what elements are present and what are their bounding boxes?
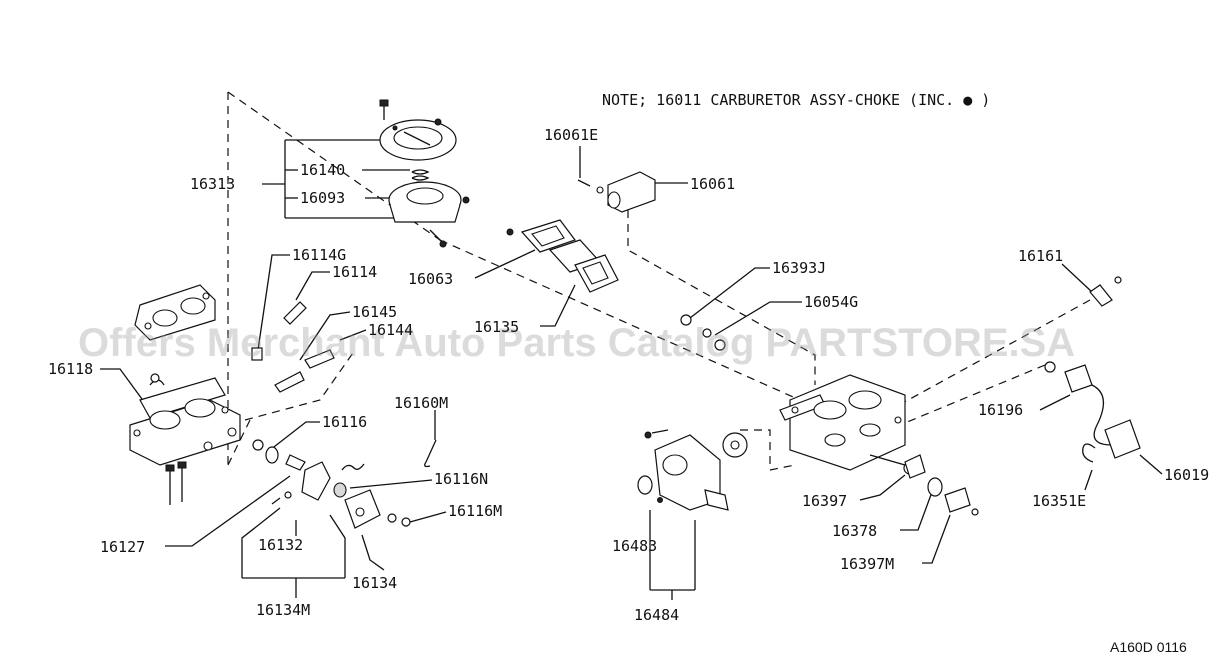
part-label-16397M[interactable]: 16397M [840, 555, 894, 573]
watermark-text: Offers Merchant Auto Parts Catalog PARTS… [78, 321, 1075, 365]
throttle-lever-part [904, 454, 979, 516]
jets-part [680, 314, 726, 351]
part-label-16114[interactable]: 16114 [332, 263, 377, 281]
part-label-16061E[interactable]: 16061E [544, 126, 598, 144]
part-label-16116[interactable]: 16116 [322, 413, 367, 431]
part-label-16397[interactable]: 16397 [802, 492, 847, 510]
part-label-16135[interactable]: 16135 [474, 318, 519, 336]
screws-part [251, 301, 335, 393]
top-plate-part [134, 284, 216, 341]
part-label-16378[interactable]: 16378 [832, 522, 877, 540]
part-label-16054G[interactable]: 16054G [804, 293, 858, 311]
part-label-16127[interactable]: 16127 [100, 538, 145, 556]
solenoid-part [577, 171, 656, 213]
carburetor-body-part [779, 374, 917, 475]
part-label-16144[interactable]: 16144 [368, 321, 413, 339]
part-label-16134[interactable]: 16134 [352, 574, 397, 592]
parts [129, 99, 1141, 529]
part-label-16134M[interactable]: 16134M [256, 601, 310, 619]
part-label-16140[interactable]: 16140 [300, 161, 345, 179]
guide-lines [227, 91, 1091, 471]
part-label-16196[interactable]: 16196 [978, 401, 1023, 419]
part-label-16118[interactable]: 16118 [48, 360, 93, 378]
bracket-part [1089, 276, 1122, 307]
part-label-16114G[interactable]: 16114G [292, 246, 346, 264]
pump-body-part [388, 169, 470, 248]
part-label-16483[interactable]: 16483 [612, 537, 657, 555]
throttle-body-part [129, 373, 241, 505]
part-label-16063[interactable]: 16063 [408, 270, 453, 288]
linkage-part [252, 439, 437, 529]
part-label-16132[interactable]: 16132 [258, 536, 303, 554]
diagram-note: NOTE; 16011 CARBURETOR ASSY-CHOKE (INC. … [602, 91, 990, 109]
part-label-16161[interactable]: 16161 [1018, 247, 1063, 265]
part-label-16116M[interactable]: 16116M [448, 502, 502, 520]
gasket-part [506, 219, 619, 293]
part-label-16393J[interactable]: 16393J [772, 259, 826, 277]
part-label-16061[interactable]: 16061 [690, 175, 735, 193]
leader-lines [100, 139, 1163, 600]
part-label-16351E[interactable]: 16351E [1032, 492, 1086, 510]
pump-cover-part [379, 99, 457, 161]
part-label-16093[interactable]: 16093 [300, 189, 345, 207]
part-label-16145[interactable]: 16145 [352, 303, 397, 321]
part-label-16116N[interactable]: 16116N [434, 470, 488, 488]
choke-unit-part [637, 429, 748, 511]
diagram-code: A160D 0116 [1110, 639, 1187, 655]
part-label-16160M[interactable]: 16160M [394, 394, 448, 412]
part-label-16019[interactable]: 16019 [1164, 466, 1209, 484]
sensor-harness-part [1044, 361, 1141, 463]
part-label-16484[interactable]: 16484 [634, 606, 679, 624]
part-labels: 16313 16140 16093 16061E 16061 16063 161… [48, 126, 1209, 624]
part-label-16313[interactable]: 16313 [190, 175, 235, 193]
